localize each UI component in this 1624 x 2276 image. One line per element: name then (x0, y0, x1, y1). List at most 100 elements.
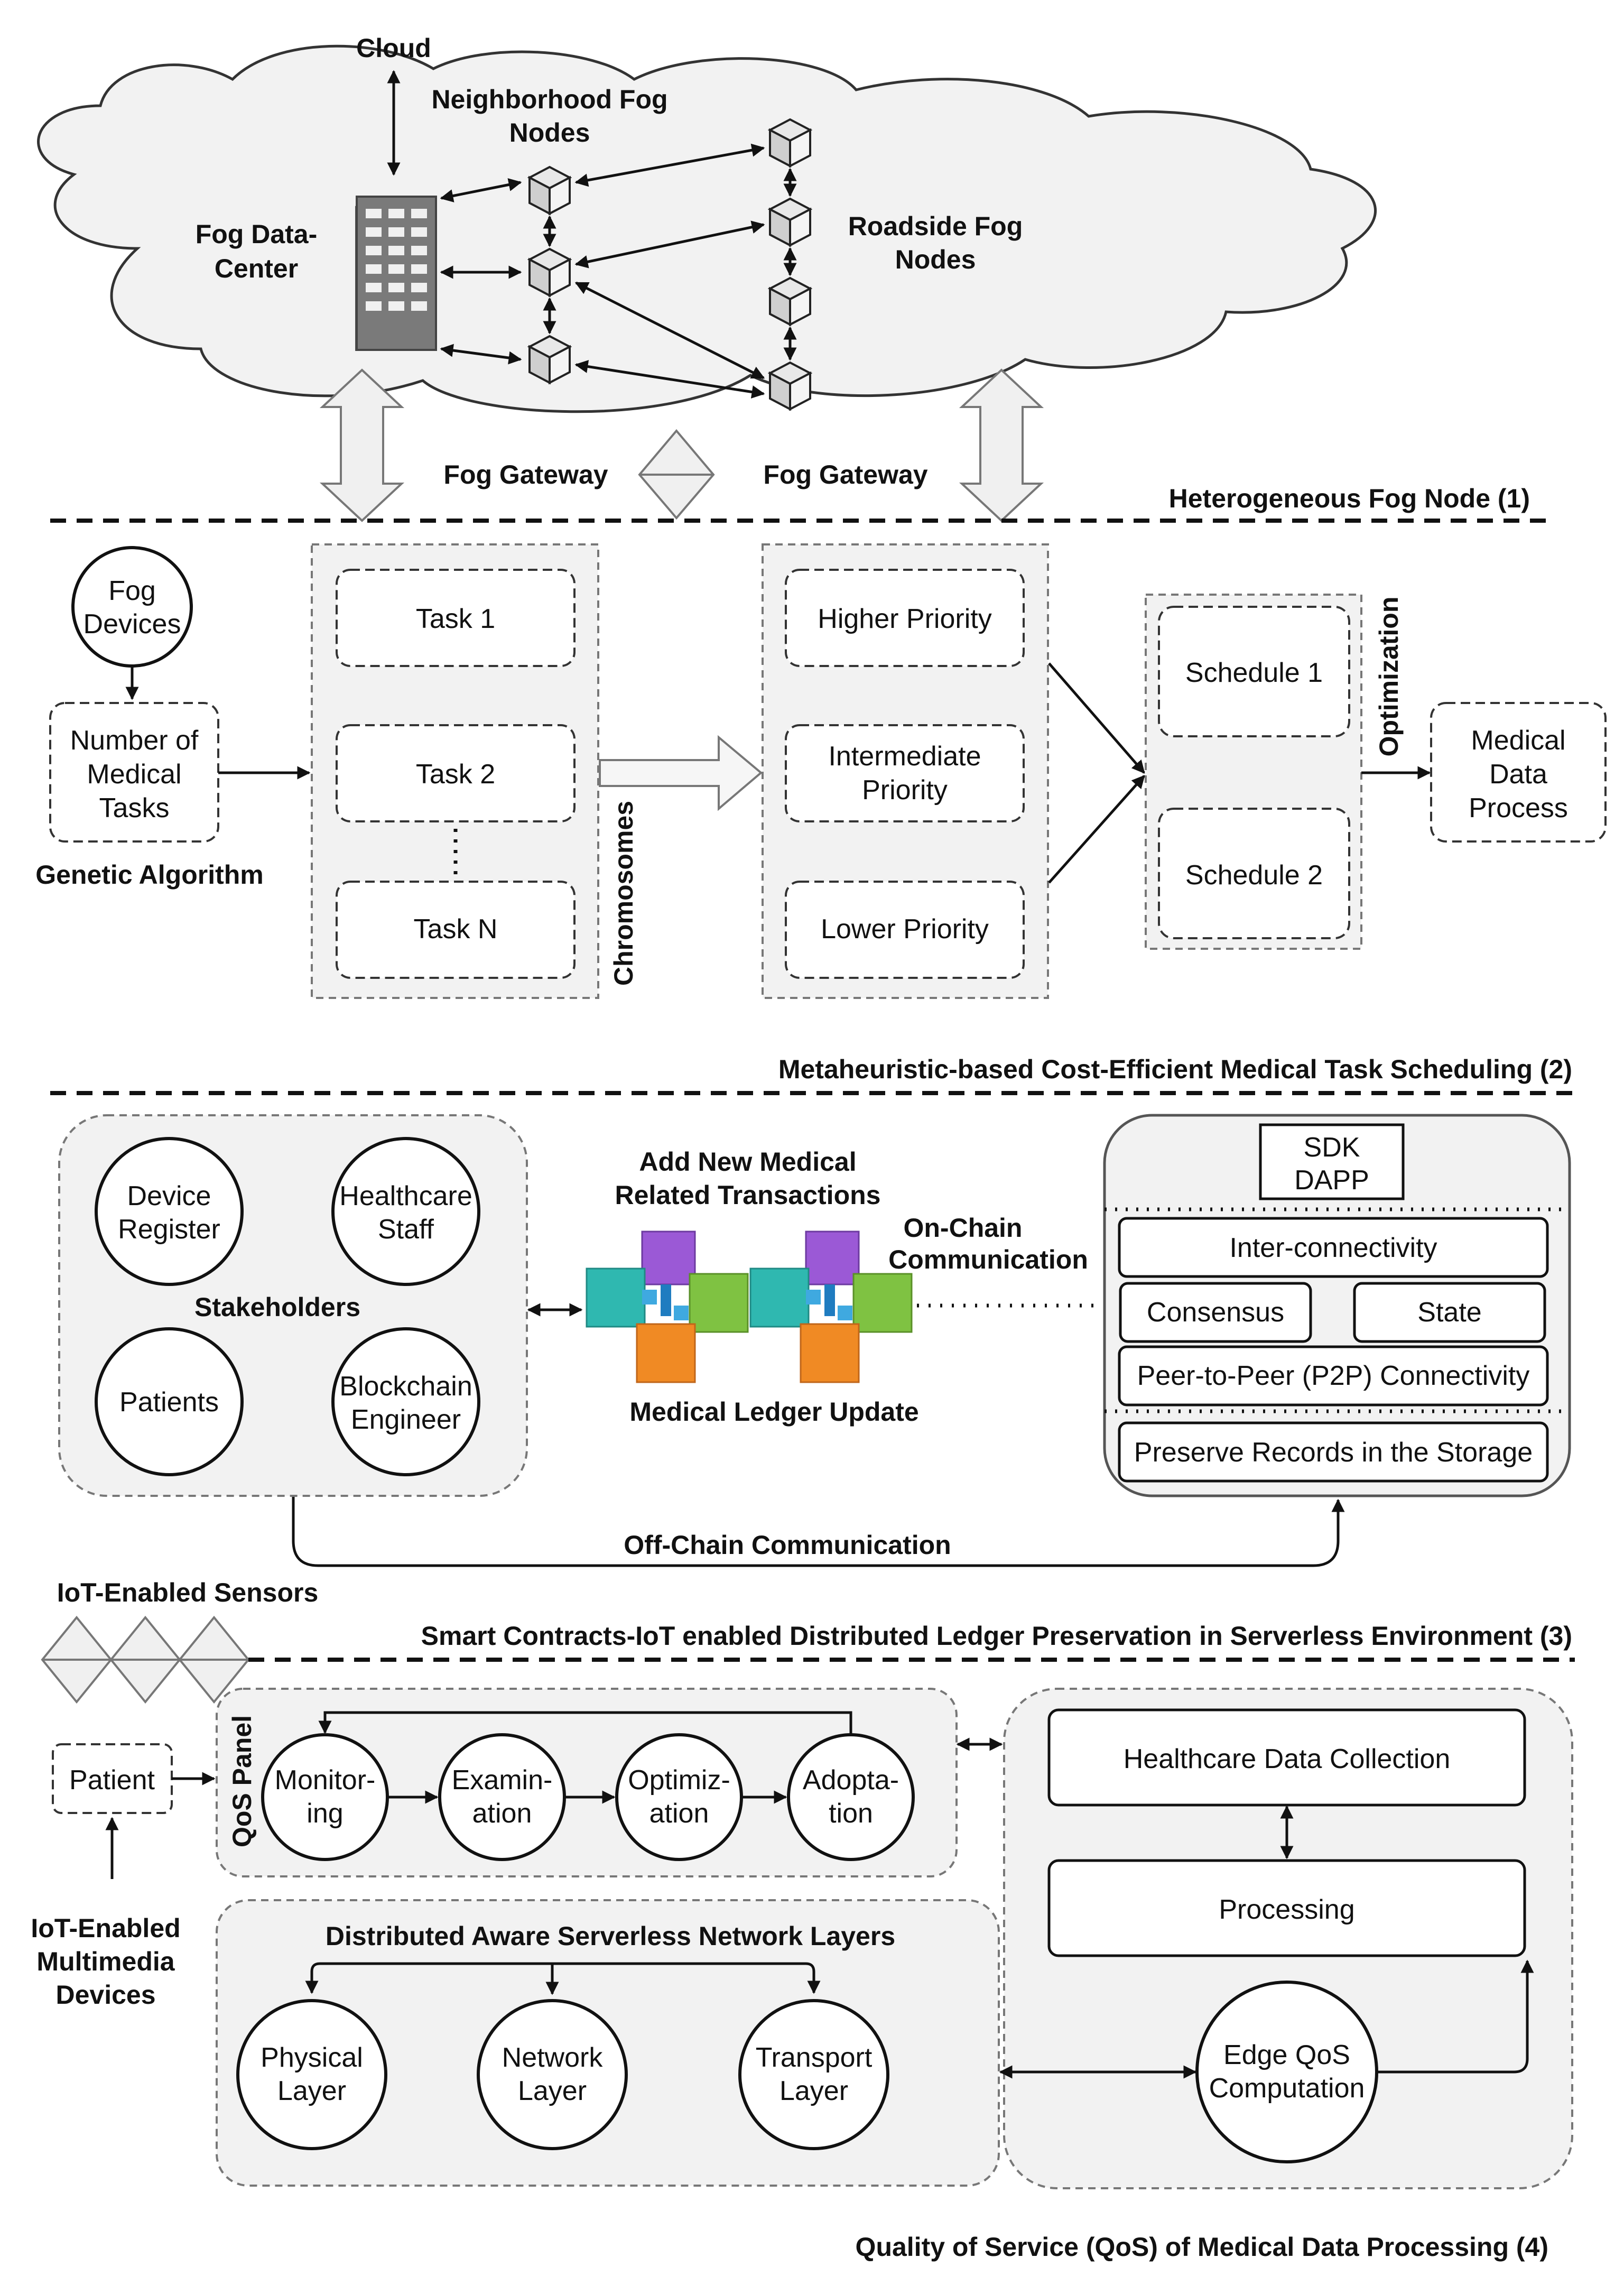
sdk-dapp-box (1259, 1123, 1405, 1200)
neighborhood-label-2: Nodes (509, 118, 590, 147)
roadside-node-2-icon (769, 198, 811, 246)
adoptation-label-1: Adopta- (803, 1765, 899, 1796)
schedule-1-box (1158, 606, 1350, 737)
processing-label: Processing (1219, 1894, 1354, 1925)
optimization-label: Optimization (1374, 597, 1404, 757)
blockchain-engineer-label-1: Blockchain (339, 1371, 472, 1402)
roadside-node-1-icon (769, 118, 811, 167)
physical-layer-node (236, 1999, 387, 2150)
fog-cloud: Cloud Neighborhood Fog Nodes Fog Data- C… (37, 33, 1377, 413)
healthcare-staff-label-2: Staff (378, 1214, 434, 1245)
fog-connections (440, 143, 797, 399)
add-transactions-label-2: Related Transactions (615, 1180, 881, 1210)
schedule-1-label: Schedule 1 (1185, 658, 1323, 688)
num-tasks-label-1: Number of (70, 725, 199, 756)
chromosome-transfer-arrow (599, 735, 763, 811)
medical-data-process-box (1430, 702, 1607, 843)
qos-section: Patient IoT-Enabled Multimedia Devices Q… (31, 1688, 1573, 2189)
edge-qos-label-1: Edge QoS (1223, 2040, 1350, 2070)
optimization-node-label-1: Optimiz- (628, 1765, 730, 1796)
layer-branch-arrows (305, 1962, 821, 1994)
gateway-right-label: Fog Gateway (763, 460, 927, 489)
intermediate-priority-box (785, 724, 1025, 822)
higher-priority-label: Higher Priority (818, 604, 991, 634)
section1-title: Heterogeneous Fog Node (1) (1169, 484, 1530, 513)
p2p-box (1118, 1345, 1549, 1407)
optimization-node-label-2: ation (649, 1798, 709, 1829)
interconnectivity-box (1118, 1217, 1549, 1278)
offchain-arrow (292, 1497, 1345, 1567)
examination-label-1: Examin- (452, 1765, 553, 1796)
blockchain-engineer-label-2: Engineer (351, 1404, 461, 1435)
add-transactions-label-1: Add New Medical (639, 1147, 856, 1177)
neighborhood-node-2-icon (528, 248, 571, 297)
onchain-label-2: Communication (888, 1245, 1088, 1274)
task-2-label: Task 2 (416, 759, 495, 790)
monitoring-node (261, 1733, 389, 1861)
intermediate-priority-label-1: Intermediate (828, 741, 981, 772)
adoptation-label-2: tion (829, 1798, 873, 1829)
roadside-node-4-icon (769, 362, 811, 410)
healthcare-staff-node (331, 1137, 480, 1286)
qos-feedback-arrow (318, 1711, 852, 1735)
to-schedule-arrow-bottom (1048, 775, 1145, 884)
task-1-box (336, 569, 576, 667)
fog-devices-label-1: Fog (108, 576, 156, 606)
neighborhood-node-3-icon (528, 335, 571, 384)
consensus-label: Consensus (1147, 1297, 1284, 1328)
physical-layer-label-2: Layer (277, 2076, 346, 2106)
healthcare-staff-label-1: Healthcare (339, 1181, 472, 1211)
edge-to-processing-arrow (1377, 1959, 1534, 2074)
fog-devices-label-2: Devices (83, 609, 181, 640)
serverless-title: Distributed Aware Serverless Network Lay… (326, 1921, 895, 1951)
patient-label: Patient (69, 1765, 155, 1796)
schedule-2-label: Schedule 2 (1185, 860, 1323, 891)
iot-sensors-icon (41, 1615, 250, 1704)
edge-qos-label-2: Computation (1209, 2073, 1365, 2104)
onchain-label-1: On-Chain (904, 1213, 1023, 1243)
processing-box (1047, 1859, 1526, 1957)
medical-process-label-2: Data (1489, 759, 1547, 790)
scheduling-section: Fog Devices Number of Medical Tasks Gene… (35, 543, 1607, 999)
p2p-label: Peer-to-Peer (P2P) Connectivity (1137, 1361, 1530, 1391)
offchain-label: Off-Chain Communication (624, 1530, 951, 1560)
network-layer-node (477, 1999, 628, 2150)
examination-node (438, 1733, 566, 1861)
section3-title: Smart Contracts-IoT enabled Distributed … (421, 1621, 1572, 1651)
network-layer-label-1: Network (502, 2042, 604, 2073)
stakeholders-label: Stakeholders (194, 1292, 360, 1322)
healthcare-collection-label: Healthcare Data Collection (1124, 1744, 1451, 1774)
device-register-node (95, 1137, 244, 1286)
roadside-node-3-icon (769, 277, 811, 326)
examination-label-2: ation (472, 1798, 532, 1829)
task-2-box (336, 724, 576, 822)
monitoring-label-1: Monitor- (275, 1765, 376, 1796)
roadside-label-2: Nodes (895, 245, 976, 274)
datacenter-building-icon (355, 196, 437, 351)
intermediate-priority-label-2: Priority (862, 775, 948, 806)
iot-multimedia-label-3: Devices (55, 1980, 155, 2010)
transport-layer-label-1: Transport (756, 2042, 873, 2073)
section2-title: Metaheuristic-based Cost-Efficient Medic… (778, 1054, 1572, 1084)
blockchain-engineer-node (331, 1327, 480, 1476)
iot-sensors-label: IoT-Enabled Sensors (57, 1578, 319, 1607)
transport-layer-label-2: Layer (779, 2076, 848, 2106)
iot-multimedia-label-1: IoT-Enabled (31, 1913, 180, 1943)
task-n-label: Task N (414, 914, 498, 945)
ledger-update-label: Medical Ledger Update (629, 1397, 918, 1427)
datacenter-label-2: Center (215, 254, 298, 283)
num-tasks-label-2: Medical (87, 759, 181, 790)
physical-layer-label-1: Physical (261, 2042, 363, 2073)
datacenter-label-1: Fog Data- (196, 219, 318, 249)
section4-title: Quality of Service (QoS) of Medical Data… (856, 2232, 1548, 2262)
lower-priority-box (785, 881, 1025, 979)
blockchain-section: Device Register Healthcare Staff Stakeho… (41, 1114, 1571, 1704)
healthcare-collection-box (1047, 1708, 1526, 1807)
optimization-node (615, 1733, 743, 1861)
neighborhood-node-1-icon (528, 166, 571, 215)
sdk-label: SDK (1304, 1132, 1360, 1163)
gateway-left-arrow (319, 368, 405, 522)
adoptation-node (787, 1733, 915, 1861)
dapp-label-bound: DAPP (1294, 1165, 1369, 1196)
gateway-right-arrow (959, 368, 1044, 522)
